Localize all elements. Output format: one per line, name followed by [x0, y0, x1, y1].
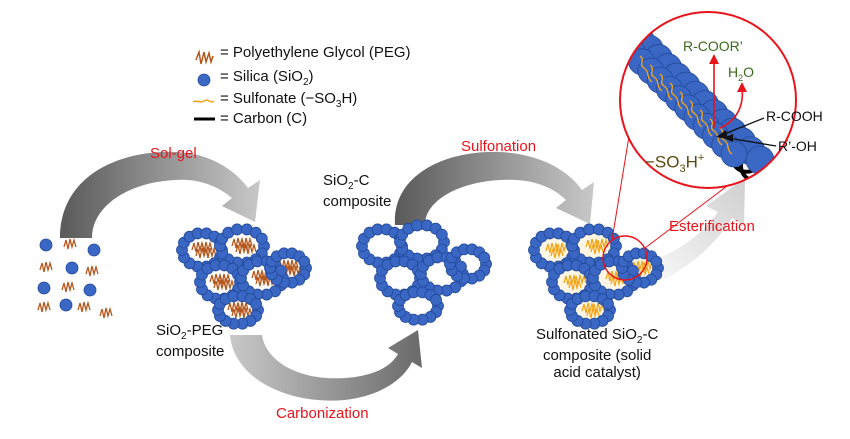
peg-strand	[243, 242, 257, 255]
peg-strand	[217, 272, 231, 285]
sulfonate-strand	[555, 241, 569, 254]
silica-bead	[620, 29, 637, 57]
sulfonated-composite-cluster	[528, 223, 664, 330]
peg-strand	[63, 237, 77, 250]
silica-bead	[411, 219, 424, 232]
step-carbonization: Carbonization	[276, 405, 369, 422]
sulfonate-strand	[573, 273, 587, 286]
peg-strand	[239, 306, 253, 319]
sulfonate-strand	[659, 73, 673, 101]
sulfonate-strand	[649, 64, 663, 92]
silica-bead	[583, 223, 596, 236]
silica-bead	[620, 20, 628, 48]
step-solgel: Sol-gel	[150, 145, 197, 162]
sio2-c-composite-cluster	[356, 219, 492, 326]
peg-strand	[239, 236, 253, 249]
step-sulfonation: Sulfonation	[461, 138, 537, 155]
silica-bead	[59, 298, 73, 312]
label-so3h: −SO3H+	[645, 152, 705, 176]
legend-silica: = Silica (SiO2)	[220, 68, 314, 88]
silica-bead	[250, 298, 262, 310]
label-rcoor: R-COOR’	[683, 38, 743, 54]
silica-bead	[65, 261, 79, 275]
silica-bead	[650, 255, 663, 268]
legend-sulfonate: = Sulfonate (−SO3H)	[220, 90, 358, 110]
silica-icon	[197, 73, 211, 87]
peg-icon	[195, 49, 214, 65]
peg-strand	[199, 240, 213, 253]
silica-bead	[37, 281, 51, 295]
sulfonation-arrow	[394, 151, 594, 225]
silica-bead	[720, 140, 748, 168]
roh-arrow	[727, 137, 777, 147]
peg-strand	[37, 300, 51, 313]
rcooh-arrow	[721, 117, 765, 136]
step-esterification: Esterification	[669, 218, 755, 235]
silica-bead	[602, 298, 614, 310]
sio2-peg-composite-cluster	[176, 223, 312, 330]
carbonization-arrow	[230, 330, 422, 401]
silica-bead	[87, 243, 101, 257]
silica-bead	[298, 255, 311, 268]
sulfonate-strand	[585, 237, 599, 250]
zoom-marker	[602, 235, 648, 281]
sulfonate-strand	[545, 241, 559, 254]
label-rcooh: R-COOH	[766, 108, 823, 124]
silica-bead	[255, 232, 268, 245]
sulfonate-strand	[679, 91, 693, 119]
sulfonate-strand	[719, 127, 733, 155]
label-roh: R’-OH	[778, 138, 817, 154]
peg-strand	[289, 264, 303, 277]
silica-bead	[39, 238, 53, 252]
sulfonate-icon	[192, 99, 215, 103]
sulfonate-strand	[631, 259, 645, 272]
sulfonate-strand	[689, 100, 703, 128]
legend-peg: = Polyethylene Glycol (PEG)	[220, 44, 411, 61]
silica-bead	[231, 223, 244, 236]
solgel-arrow	[60, 151, 260, 238]
legend-carbon: = Carbon (C)	[220, 110, 308, 127]
silica-bead	[478, 251, 491, 264]
peg-strand	[221, 278, 235, 291]
peg-strand	[39, 260, 53, 273]
peg-strand	[77, 300, 91, 313]
sulfonate-strand	[595, 237, 609, 250]
h2o-arrow	[719, 87, 744, 129]
sulfonate-strand	[563, 273, 577, 286]
peg-strand	[203, 246, 217, 259]
sulfonate-strand	[709, 118, 723, 146]
silica-bead	[430, 294, 442, 306]
peg-strand	[99, 306, 113, 319]
peg-strand	[61, 280, 75, 293]
peg-strand	[85, 264, 99, 277]
silica-bead	[435, 228, 448, 241]
sulfonate-strand	[699, 109, 713, 137]
sol-gel-precursors	[37, 237, 113, 319]
label-h2o: H2O	[728, 64, 755, 83]
sulfonate-strand	[669, 82, 683, 110]
sulfonate-strand	[639, 55, 653, 83]
sulfonate-strand	[581, 301, 595, 314]
silica-bead	[83, 283, 97, 297]
